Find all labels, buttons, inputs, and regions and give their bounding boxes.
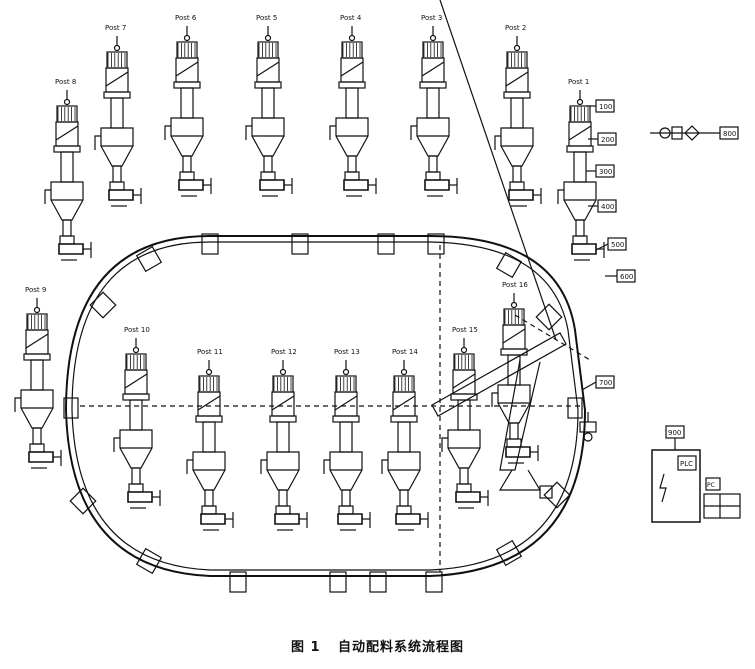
station-11: Post 11 xyxy=(186,348,234,531)
station-14: Post 14 xyxy=(381,348,429,531)
station-9: Post 9 xyxy=(14,286,62,469)
station-label: Post 6 xyxy=(175,14,197,22)
svg-text:100: 100 xyxy=(599,103,612,111)
callout-600: 600 xyxy=(605,269,636,283)
station-label: Post 16 xyxy=(502,281,528,289)
station-15: Post 15 xyxy=(441,326,489,509)
legend-symbol: 800 xyxy=(650,125,739,141)
caption-title: 自动配料系统流程图 xyxy=(338,640,465,655)
track-carriers xyxy=(63,233,583,593)
callouts: 100 200 300 400 500 600 xyxy=(579,99,636,442)
svg-text:900: 900 xyxy=(668,429,681,437)
station-label: Post 4 xyxy=(340,14,362,22)
station-label: Post 5 xyxy=(256,14,277,22)
station-13: Post 13 xyxy=(323,348,371,531)
station-label: Post 9 xyxy=(25,286,46,294)
station-8: Post 1 xyxy=(557,78,605,261)
station-label: Post 13 xyxy=(334,348,360,356)
svg-text:700: 700 xyxy=(599,379,612,387)
station-label: Post 3 xyxy=(421,14,442,22)
actuator-icon xyxy=(579,412,597,442)
station-3: Post 6 xyxy=(164,14,212,197)
callout-500: 500 xyxy=(595,237,627,251)
callout-100: 100 xyxy=(586,99,615,113)
caption-number: 图 1 xyxy=(290,640,321,655)
station-group: Post 8 Post 7 Post 6 Post 5 Post 4 Post 3 Post… xyxy=(14,14,605,531)
svg-text:PC: PC xyxy=(707,482,715,489)
station-label: Post 12 xyxy=(271,348,297,356)
station-label: Post 8 xyxy=(55,78,76,86)
svg-text:PLC: PLC xyxy=(680,460,693,468)
conveyor-track xyxy=(64,235,591,577)
svg-text:600: 600 xyxy=(620,273,633,281)
station-2: Post 7 xyxy=(94,24,142,207)
inclined-conveyor xyxy=(431,0,567,499)
figure-caption: 图 1 自动配料系统流程图 xyxy=(0,636,755,655)
control-cabinet: 900 PLC PC xyxy=(651,425,741,523)
station-label: Post 14 xyxy=(392,348,418,356)
callout-400: 400 xyxy=(588,199,617,213)
station-label: Post 7 xyxy=(105,24,126,32)
svg-text:300: 300 xyxy=(599,168,612,176)
station-5: Post 4 xyxy=(329,14,377,197)
svg-text:800: 800 xyxy=(723,130,736,138)
station-label: Post 11 xyxy=(197,348,223,356)
station-1: Post 8 xyxy=(44,78,92,261)
svg-text:200: 200 xyxy=(601,136,614,144)
station-label: Post 2 xyxy=(505,24,526,32)
svg-text:500: 500 xyxy=(611,241,624,249)
station-label: Post 10 xyxy=(124,326,150,334)
station-16: Post 16 xyxy=(491,281,539,464)
station-label: Post 15 xyxy=(452,326,478,334)
station-6: Post 3 xyxy=(410,14,458,197)
callout-200: 200 xyxy=(588,132,617,146)
station-12: Post 12 xyxy=(260,348,308,531)
callout-300: 300 xyxy=(586,164,615,178)
station-7: Post 2 xyxy=(494,24,542,207)
station-10: Post 10 xyxy=(113,326,161,509)
svg-text:400: 400 xyxy=(601,203,614,211)
station-label: Post 1 xyxy=(568,78,589,86)
callout-700: 700 xyxy=(581,375,615,391)
station-4: Post 5 xyxy=(245,14,293,197)
